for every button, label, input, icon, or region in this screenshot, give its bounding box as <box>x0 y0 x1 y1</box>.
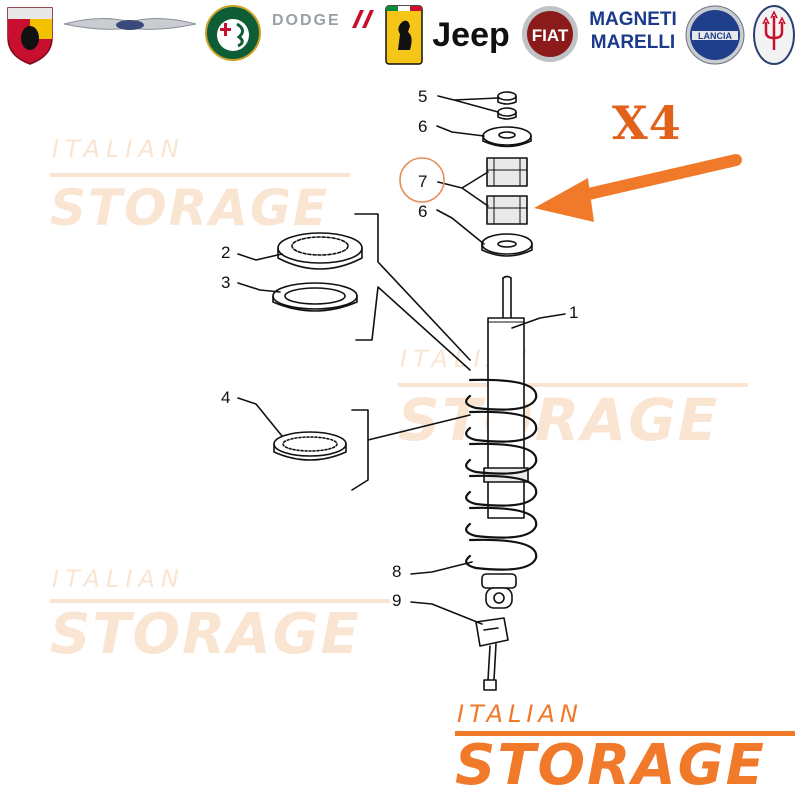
svg-text:DODGE: DODGE <box>272 12 341 29</box>
guide-line-2 <box>354 213 471 361</box>
chrysler-logo <box>62 4 198 66</box>
part-1-shock-absorber <box>483 275 529 519</box>
chrysler-wings-icon <box>63 17 197 30</box>
part-4-lower-ring <box>273 431 347 461</box>
leader-3 <box>237 282 281 293</box>
alfa-romeo-badge-icon <box>205 5 261 61</box>
leader-8 <box>410 561 473 575</box>
leader-7 <box>437 171 489 207</box>
callout-6-upper: 6 <box>418 117 428 136</box>
part-5-nuts <box>497 91 517 120</box>
part-7-rubber-blocks <box>486 157 528 225</box>
quantity-highlight-label: X4 <box>612 96 682 150</box>
svg-text:FIAT: FIAT <box>532 26 569 45</box>
magneti-marelli-logo: MAGNETI MARELLI <box>586 4 680 66</box>
callout-6-lower: 6 <box>418 202 428 221</box>
leader-6b <box>436 209 485 245</box>
ferrari-shield-icon <box>385 5 423 65</box>
abarth-logo <box>4 4 56 66</box>
callout-5: 5 <box>418 87 428 106</box>
dodge-logo: DODGE <box>268 4 378 66</box>
svg-text:LANCIA: LANCIA <box>698 31 732 41</box>
part-2-spring-seat <box>277 232 363 270</box>
part-3-insulator-ring <box>272 282 358 312</box>
svg-text:MAGNETI: MAGNETI <box>589 9 677 30</box>
highlight-circle-icon <box>399 157 445 203</box>
part-6-upper-washer <box>482 126 532 148</box>
fiat-logo: FIAT <box>520 4 582 66</box>
dodge-stripes-icon: DODGE <box>272 10 374 29</box>
callout-9: 9 <box>392 591 402 610</box>
alfa-romeo-logo <box>204 4 264 66</box>
jeep-logo: Jeep <box>428 4 514 66</box>
leader-6a <box>436 125 485 137</box>
lancia-logo: LANCIA <box>684 4 750 66</box>
fiat-badge-icon: FIAT <box>522 6 578 62</box>
callout-2: 2 <box>221 243 231 262</box>
guide-line-4 <box>351 409 471 491</box>
maserati-trident-icon <box>753 5 795 65</box>
lancia-badge-icon: LANCIA <box>685 5 745 65</box>
leader-1 <box>511 313 566 329</box>
maserati-logo <box>752 4 798 66</box>
jeep-wordmark: Jeep <box>432 15 510 54</box>
callout-7: 7 <box>418 172 428 191</box>
callout-8: 8 <box>392 562 402 581</box>
magneti-marelli-wordmark-icon: MAGNETI MARELLI <box>589 9 677 53</box>
callout-3: 3 <box>221 273 231 292</box>
callout-4: 4 <box>221 388 231 407</box>
ferrari-logo <box>384 4 424 66</box>
brand-logo-bar: DODGE Jeep FIAT <box>0 0 800 72</box>
callout-1: 1 <box>569 303 579 322</box>
leader-2 <box>237 253 283 261</box>
abarth-shield-icon <box>7 7 53 65</box>
part-9-lower-mount <box>475 573 517 691</box>
leader-9 <box>410 601 483 625</box>
guide-line-3 <box>355 286 471 371</box>
leader-4 <box>237 397 283 437</box>
svg-text:MARELLI: MARELLI <box>591 32 675 53</box>
orange-arrow-icon <box>534 154 742 222</box>
leader-5 <box>437 95 499 113</box>
part-6-lower-washer <box>481 233 533 257</box>
